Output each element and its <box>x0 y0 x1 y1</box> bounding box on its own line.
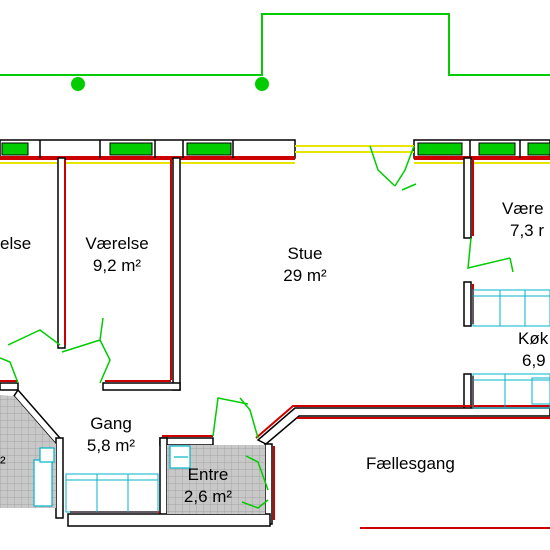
windows <box>1 142 550 156</box>
room-label-vaerelse: Værelse 9,2 m² <box>85 233 148 277</box>
room-name: else <box>0 234 32 253</box>
balcony-outline <box>0 13 550 91</box>
room-label-entre: Entre 2,6 m² <box>184 464 232 508</box>
room-name: Entre <box>187 465 229 484</box>
room-name: Gang <box>90 414 132 433</box>
room-area: 6,9 <box>522 351 546 370</box>
room-label-vaerelse-right: Være 7,3 r <box>502 198 544 242</box>
room-area: 5,8 m² <box>86 436 136 455</box>
room-area: 7,3 r <box>510 221 545 240</box>
room-label-stue: Stue 29 m² <box>283 243 326 287</box>
door-swings <box>0 145 514 509</box>
room-area: ² <box>0 453 6 472</box>
room-name: Være <box>502 199 544 218</box>
room-label-vaerelse-left: else <box>0 233 31 255</box>
room-name: Fællesgang <box>366 454 455 473</box>
room-label-faellesgang: Fællesgang <box>366 453 455 475</box>
bathroom-fixtures <box>33 445 191 507</box>
room-name: Stue <box>287 244 323 263</box>
room-area: 9,2 m² <box>92 256 142 275</box>
gang-wardrobe <box>65 473 159 513</box>
window-frames <box>39 140 521 158</box>
room-label-gang: Gang 5,8 m² <box>87 413 135 457</box>
room-label-bad: ² <box>0 452 6 474</box>
room-name: Værelse <box>85 234 149 253</box>
room-area: 2,6 m² <box>183 487 233 506</box>
kitchen-counters <box>472 289 550 409</box>
room-area: 29 m² <box>283 266 327 285</box>
room-name: Køk <box>518 329 549 348</box>
room-label-koekken: Køk 6,9 <box>518 328 548 372</box>
interior-walls <box>0 157 550 527</box>
